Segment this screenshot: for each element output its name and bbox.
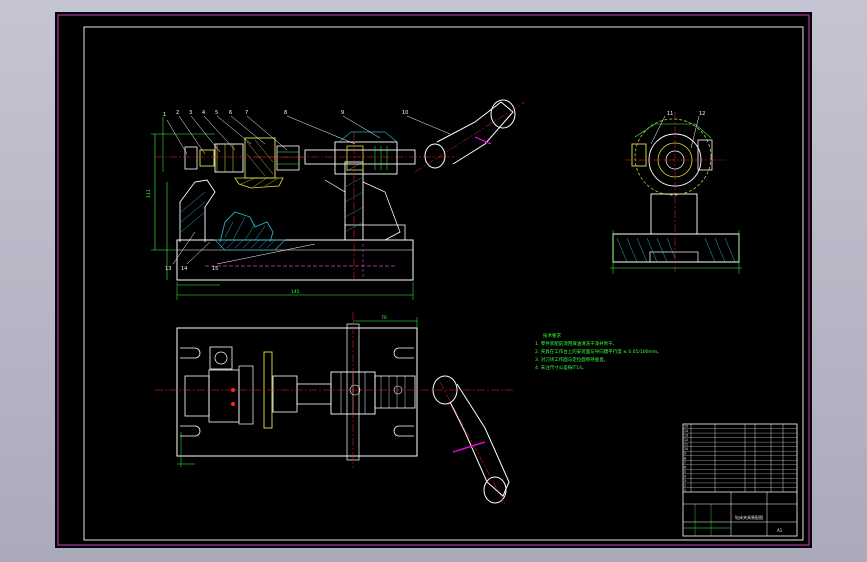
front-balloon-4: 4: [202, 110, 205, 116]
front-view: 1 2 3 4 5 6 7 8 9 10 13 14 15 111 145: [146, 99, 526, 300]
parts-row-number: 3: [684, 479, 686, 483]
parts-row-number: 14: [684, 429, 688, 433]
parts-row-number: 4: [684, 474, 686, 478]
parts-row-number: 7: [684, 461, 686, 465]
front-balloon-8: 8: [284, 110, 287, 116]
side-view: 11 12: [610, 111, 742, 274]
parts-row-number: 5: [684, 470, 686, 474]
outer-frame: [57, 14, 810, 546]
front-balloon-1: 1: [163, 112, 166, 118]
front-balloon-3: 3: [189, 110, 192, 116]
front-balloon-10: 10: [402, 110, 408, 116]
inner-border: [83, 26, 804, 541]
parts-row-number: 2: [684, 483, 686, 487]
front-balloon-5: 5: [215, 110, 218, 116]
title-sheet-code: A1: [777, 528, 783, 533]
front-balloon-2: 2: [176, 110, 179, 116]
parts-row-number: 1: [684, 488, 686, 492]
front-dim-width: 145: [291, 289, 300, 295]
notes-line-1: 1. 零件装配前须用煤油清洗干净并吹干。: [535, 340, 617, 347]
top-view: 70: [155, 312, 515, 505]
title-drawing-name: 钻床夹具装配图: [735, 514, 763, 520]
notes-title: 技术要求: [543, 332, 561, 339]
cad-drawing: 1 2 3 4 5 6 7 8 9 10 13 14 15 111 145: [57, 14, 810, 546]
parts-row-number: 9: [684, 452, 686, 456]
notes-line-4: 4. 未注尺寸公差按IT14。: [535, 364, 587, 371]
front-balloon-13: 13: [165, 266, 171, 272]
front-balloon-9: 9: [341, 110, 344, 116]
side-balloon-11: 11: [667, 111, 673, 117]
parts-row-number: 15: [684, 425, 688, 429]
front-balloon-7: 7: [245, 110, 248, 116]
side-balloon-12: 12: [699, 111, 705, 117]
notes-line-2: 2. 夹具在工作台上的安装面与导向键平行度 ≤ 0.05/100mm。: [535, 348, 662, 355]
notes-line-3: 3. 对刀块工作面与定位面保持垂直。: [535, 356, 608, 363]
parts-row-number: 13: [684, 434, 688, 438]
front-balloon-15: 15: [212, 266, 218, 272]
parts-row-number: 8: [684, 456, 686, 460]
front-dim-height: 111: [146, 189, 152, 198]
front-balloon-14: 14: [181, 266, 187, 272]
top-dim-top: 70: [381, 315, 387, 321]
technical-notes: 技术要求 1. 零件装配前须用煤油清洗干净并吹干。 2. 夹具在工作台上的安装面…: [535, 332, 662, 371]
parts-row-number: 12: [684, 438, 688, 442]
parts-row-number: 6: [684, 465, 686, 469]
front-balloon-6: 6: [229, 110, 232, 116]
drawing-sheet: 1 2 3 4 5 6 7 8 9 10 13 14 15 111 145: [55, 12, 812, 548]
parts-row-number: 10: [684, 447, 688, 451]
parts-row-number: 11: [684, 443, 688, 447]
